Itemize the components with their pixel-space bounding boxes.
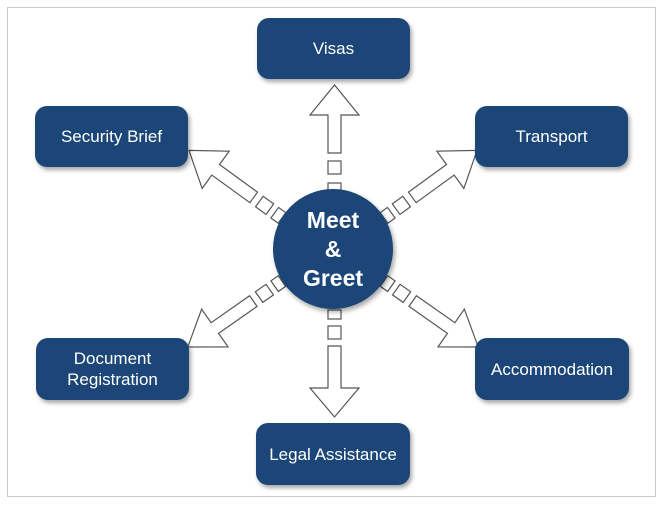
arrow-to-security-brief bbox=[188, 149, 287, 225]
node-security-brief: Security Brief bbox=[35, 106, 188, 167]
node-accommodation: Accommodation bbox=[475, 338, 629, 400]
arrow-to-transport bbox=[379, 149, 478, 225]
arrow-to-visas bbox=[308, 84, 361, 193]
center-node-meet-greet: Meet & Greet bbox=[273, 189, 393, 309]
node-legal-assistance: Legal Assistance bbox=[256, 423, 410, 485]
node-legal-assistance-label: Legal Assistance bbox=[269, 444, 397, 464]
node-visas-label: Visas bbox=[312, 39, 355, 58]
arrow-to-document-registration bbox=[186, 274, 287, 348]
node-visas: Visas bbox=[257, 18, 410, 79]
node-transport-label: Transport bbox=[515, 127, 588, 146]
node-document-registration: Document Registration bbox=[36, 338, 189, 400]
node-security-brief-label: Security Brief bbox=[60, 127, 163, 146]
center-line-1: Meet bbox=[306, 206, 360, 233]
arrow-to-accommodation bbox=[379, 274, 480, 348]
node-document-registration-line1: Document bbox=[73, 349, 152, 368]
node-accommodation-label: Accommodation bbox=[491, 359, 613, 379]
node-document-registration-line2: Registration bbox=[67, 370, 158, 389]
arrow-to-legal-assistance bbox=[308, 309, 361, 418]
node-transport: Transport bbox=[475, 106, 628, 167]
center-line-2: & bbox=[324, 235, 342, 262]
center-line-3: Greet bbox=[302, 264, 364, 291]
